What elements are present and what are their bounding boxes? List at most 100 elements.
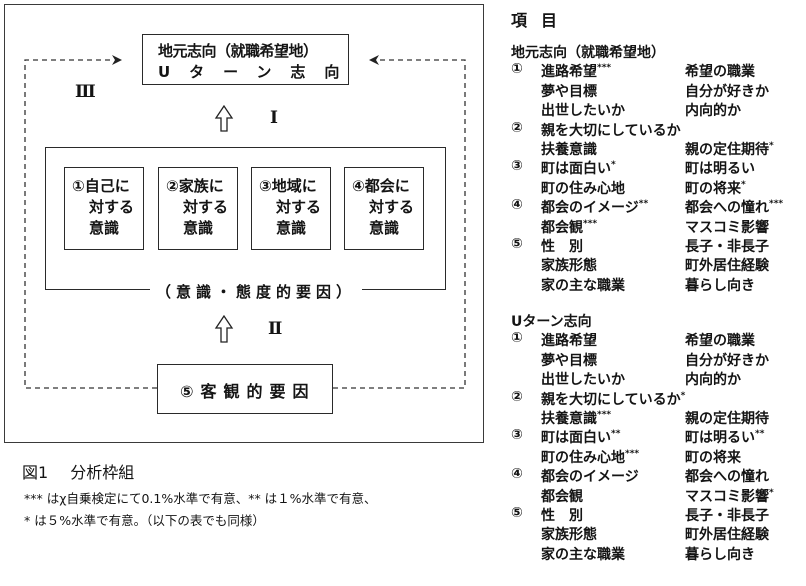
- item-text: 暮らし向き: [685, 546, 755, 563]
- item-label: 扶養意識: [541, 139, 597, 159]
- factor-label: 対する: [183, 198, 229, 216]
- item-text: 都会のイメージ: [541, 469, 639, 486]
- item-text: 家の主な職業: [541, 546, 625, 563]
- item-label: 出世したいか: [541, 369, 625, 389]
- item-label: 暮らし向き: [685, 544, 755, 564]
- item-text: 家族形態: [541, 258, 597, 275]
- factor-label: 意識: [89, 219, 120, 237]
- item-text: 町は明るい: [685, 430, 755, 447]
- item-text: 進路希望: [541, 333, 597, 350]
- item-label: 性 別: [541, 505, 583, 525]
- item-label: 内向的か: [685, 369, 741, 389]
- group-marker: ③: [511, 158, 523, 175]
- item-text: 長子・非長子: [685, 508, 769, 524]
- item-label: 親を大切にしているか: [541, 120, 681, 140]
- factor-label: 対する: [89, 198, 135, 216]
- objective-factor-label: ⑤客観的要因: [180, 382, 316, 401]
- item-label: 内向的か: [685, 100, 741, 120]
- item-text: 希望の職業: [685, 333, 755, 350]
- factor-box-self: ①自己に 対する 意識: [64, 167, 144, 250]
- group-marker: ④: [511, 466, 523, 483]
- item-text: 長子・非長子: [685, 239, 769, 255]
- item-label: 出世したいか: [541, 100, 625, 120]
- section-title: 地元志向（就職希望地）: [511, 45, 665, 61]
- item-text: 都会のイメージ: [541, 200, 639, 217]
- item-text: 夢や目標: [541, 352, 597, 369]
- item-label: 都会のイメージ: [541, 466, 639, 486]
- item-text: 都会観: [541, 488, 583, 505]
- item-label: 自分が好きか: [685, 81, 769, 101]
- item-label: 家の主な職業: [541, 544, 625, 564]
- factor-label: 意識: [276, 219, 307, 237]
- group-marker: ②: [511, 388, 523, 405]
- item-label: 扶養意識***: [541, 408, 611, 428]
- item-label: 進路希望: [541, 330, 597, 350]
- factor-label: ③地域に: [259, 177, 317, 195]
- item-label: 家族形態: [541, 524, 597, 544]
- factor-label: ①自己に: [72, 177, 130, 195]
- item-text: 扶養意識: [541, 142, 597, 158]
- group-marker: ④: [511, 197, 523, 214]
- item-text: 家族形態: [541, 527, 597, 544]
- outcome-box: 地元志向（就職希望地） Uターン志向: [142, 34, 349, 85]
- item-label: 親の定住期待*: [685, 139, 774, 159]
- factor-label: 意識: [369, 219, 400, 237]
- item-text: 自分が好きか: [685, 352, 769, 369]
- item-label: 町の住み心地***: [541, 447, 639, 467]
- significance-marker: **: [755, 429, 765, 440]
- item-label: 町の将来: [685, 447, 741, 467]
- item-label: 町は面白い**: [541, 427, 620, 447]
- item-text: 内向的か: [685, 372, 741, 389]
- item-text: 扶養意識: [541, 411, 597, 427]
- item-label: 夢や目標: [541, 350, 597, 370]
- significance-marker: *: [680, 390, 686, 401]
- item-text: 都会への憧れ: [685, 469, 769, 486]
- item-text: 町は面白い: [541, 161, 611, 178]
- path-label-i: Ⅰ: [270, 108, 278, 128]
- significance-marker: ***: [583, 218, 598, 229]
- factor-box-city: ④都会に 対する 意識: [344, 167, 424, 250]
- factor-label: ④都会に: [352, 177, 410, 195]
- item-label: マスコミ影響*: [685, 486, 774, 506]
- item-text: 出世したいか: [541, 103, 625, 120]
- significance-marker: ***: [597, 410, 612, 420]
- item-text: 進路希望: [541, 64, 597, 81]
- item-text: 町外居住経験: [685, 258, 769, 275]
- group-marker: ②: [511, 119, 523, 136]
- significance-note-line-1: *** はχ自乗検定にて0.1%水準で有意、** は１%水準で有意、: [24, 491, 377, 506]
- objective-factor-box: ⑤客観的要因: [157, 364, 333, 414]
- item-text: 町は明るい: [685, 161, 755, 178]
- item-label: 都会への憧れ***: [685, 197, 783, 217]
- item-text: 町の住み心地: [541, 449, 625, 466]
- factor-box-family: ②家族に 対する 意識: [158, 167, 238, 250]
- item-text: 内向的か: [685, 103, 741, 120]
- significance-note-line-2: * は５%水準で有意。（以下の表でも同様）: [24, 513, 265, 528]
- item-text: 町外居住経験: [685, 527, 769, 544]
- factor-label: 対する: [369, 198, 415, 216]
- significance-marker: ***: [597, 63, 612, 74]
- item-label: 自分が好きか: [685, 350, 769, 370]
- item-text: 性 別: [541, 508, 583, 524]
- item-label: 家族形態: [541, 255, 597, 275]
- item-text: 暮らし向き: [685, 277, 755, 294]
- item-text: マスコミ影響: [685, 488, 769, 505]
- item-label: 都会のイメージ**: [541, 197, 648, 217]
- factor-box-region: ③地域に 対する 意識: [251, 167, 331, 250]
- item-text: 都会観: [541, 219, 583, 236]
- item-text: 町は面白い: [541, 430, 611, 447]
- factor-label: 対する: [276, 198, 322, 216]
- item-label: 進路希望***: [541, 61, 611, 81]
- group-marker: ①: [511, 61, 523, 78]
- item-label: 町は面白い*: [541, 158, 616, 178]
- significance-marker: ***: [769, 199, 784, 210]
- item-label: 町外居住経験: [685, 255, 769, 275]
- item-text: 自分が好きか: [685, 83, 769, 100]
- item-text: 希望の職業: [685, 64, 755, 81]
- item-label: 暮らし向き: [685, 275, 755, 295]
- group-marker: ③: [511, 427, 523, 444]
- figure-number: 図1: [22, 463, 49, 482]
- item-text: 性 別: [541, 239, 583, 255]
- item-text: 町の住み心地: [541, 180, 625, 197]
- significance-marker: **: [638, 199, 649, 210]
- item-label: 夢や目標: [541, 81, 597, 101]
